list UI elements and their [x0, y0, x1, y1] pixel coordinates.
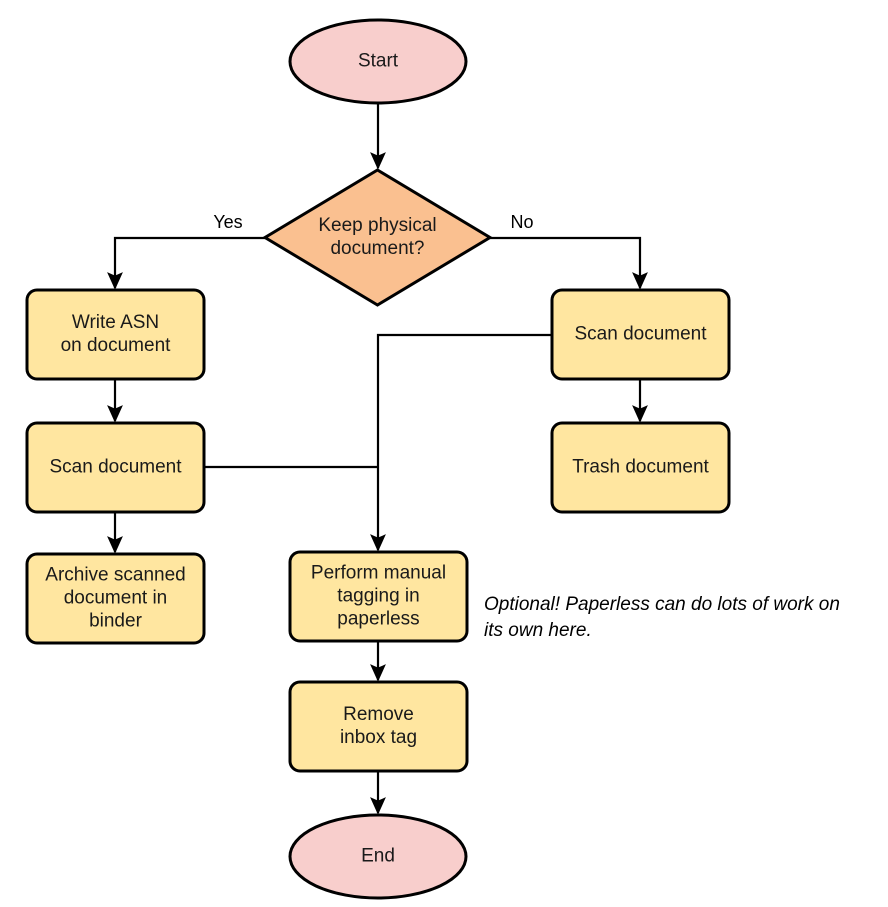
node-label-scan-document-left: Scan document — [49, 457, 182, 478]
edges-layer — [107, 103, 648, 815]
node-label-trash-document: Trash document — [572, 457, 709, 478]
edge-label-label-no: No — [510, 212, 533, 232]
edge-label-label-yes: Yes — [213, 212, 242, 232]
node-trash-document[interactable]: Trash document — [550, 421, 731, 514]
process-shape — [288, 550, 469, 643]
edge-labels-layer: Yes No — [213, 212, 533, 232]
process-shape — [550, 288, 731, 381]
process-shape — [25, 288, 206, 381]
annotation-optional-note: Optional! Paperless can do lots of work … — [484, 594, 840, 641]
process-shape — [25, 421, 206, 514]
node-start[interactable]: Start — [288, 18, 468, 105]
edge-scan-right-to-tagging — [370, 333, 552, 552]
edge-decision-to-write-asn — [107, 236, 265, 290]
process-shape — [550, 421, 731, 514]
annotations-layer: Optional! Paperless can do lots of work … — [484, 594, 840, 641]
process-shape — [288, 680, 469, 773]
node-label-end: End — [361, 846, 395, 867]
edge-decision-to-scan-right — [490, 236, 648, 290]
process-shape — [25, 552, 206, 645]
terminator-shape — [288, 813, 468, 900]
node-scan-document-left[interactable]: Scan document — [25, 421, 206, 514]
node-scan-document-right[interactable]: Scan document — [550, 288, 731, 381]
decision-shape — [262, 168, 493, 307]
node-label-scan-document-right: Scan document — [574, 324, 707, 345]
terminator-shape — [288, 18, 468, 105]
node-end[interactable]: End — [288, 813, 468, 900]
node-label-start: Start — [358, 51, 399, 72]
